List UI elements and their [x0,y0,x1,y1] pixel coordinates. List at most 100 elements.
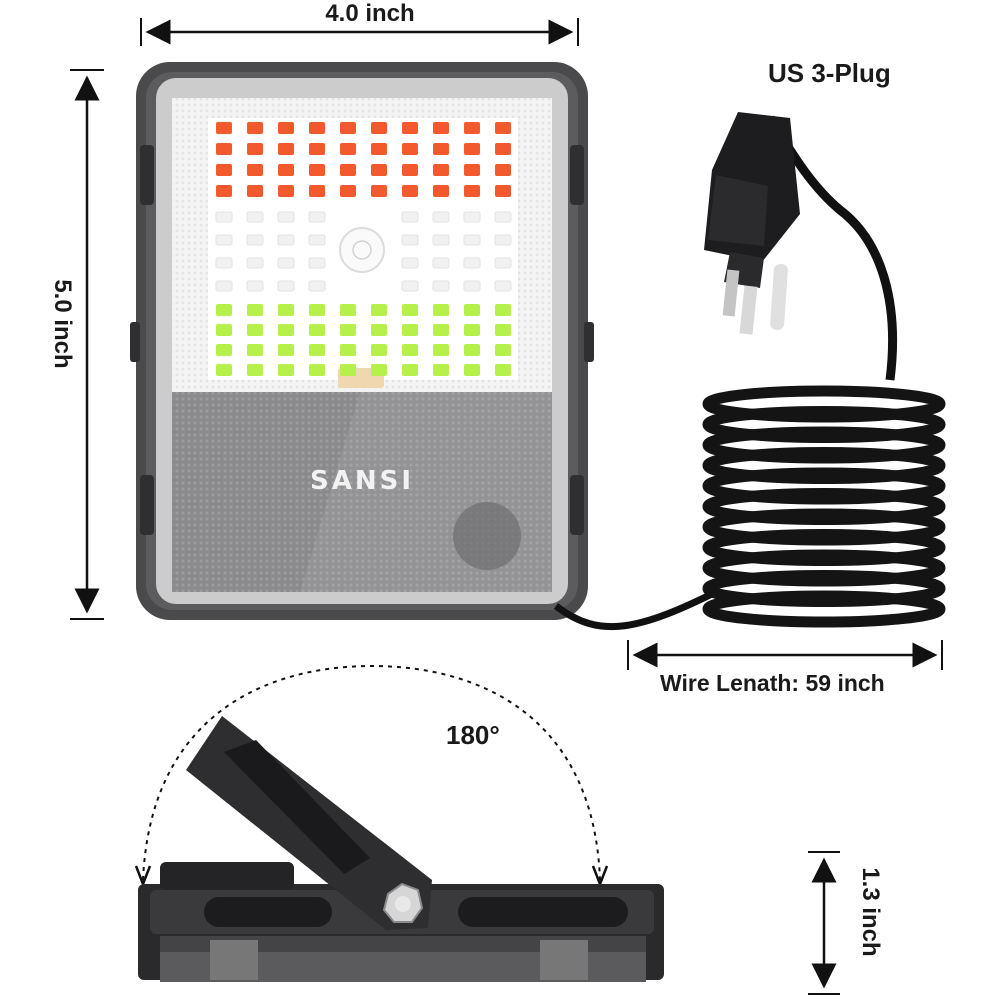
led-chip [309,344,325,356]
led-chip [216,364,232,376]
led-chip [464,122,480,134]
led-chip [402,364,418,376]
led-chip [433,185,449,197]
led-chip [402,304,418,316]
led-chip [216,164,232,176]
led-chip [216,344,232,356]
led-chip [340,324,356,336]
led-chip [277,211,295,223]
led-chip [371,324,387,336]
led-chip [340,122,356,134]
led-chip [278,164,294,176]
rotation-label: 180° [446,720,500,750]
led-chip [216,324,232,336]
led-chip [278,304,294,316]
led-chip [340,164,356,176]
wire-dimension [627,640,943,670]
led-chip [278,344,294,356]
led-chip [464,344,480,356]
led-chip [246,257,264,269]
led-chip [463,211,481,223]
led-chip [495,143,511,155]
led-chip [402,344,418,356]
us-plug [704,112,800,335]
led-chip [278,122,294,134]
led-chip [432,280,450,292]
led-chip [495,185,511,197]
led-chip [402,143,418,155]
led-chip [371,364,387,376]
led-chip [495,304,511,316]
led-chip [309,304,325,316]
led-chip [309,185,325,197]
led-chip [464,364,480,376]
led-chip [340,185,356,197]
led-chip [340,304,356,316]
led-chip [308,211,326,223]
power-cord [553,112,946,631]
led-chip [402,324,418,336]
led-chip [247,304,263,316]
led-chip [277,280,295,292]
led-chip [494,234,512,246]
led-chip [247,185,263,197]
led-chip [371,122,387,134]
coil-loop [702,590,946,628]
wire-length-label: Wire Lenath: 59 inch [660,670,885,696]
led-chip [432,234,450,246]
brand-logo: SANSI [310,466,415,496]
led-chip [340,143,356,155]
led-chip [215,280,233,292]
led-chip [247,364,263,376]
led-array [215,122,512,376]
led-chip [432,257,450,269]
led-chip [308,280,326,292]
led-chip [401,234,419,246]
led-chip [433,324,449,336]
led-chip [278,364,294,376]
led-chip [495,344,511,356]
led-chip [309,164,325,176]
led-chip [495,122,511,134]
led-chip [247,324,263,336]
plug-label: US 3-Plug [768,58,891,88]
led-chip [402,122,418,134]
led-chip [309,143,325,155]
led-chip [246,280,264,292]
led-chip [247,344,263,356]
led-chip [464,304,480,316]
led-chip [371,344,387,356]
led-chip [247,143,263,155]
led-chip [278,143,294,155]
led-chip [494,280,512,292]
led-chip [432,211,450,223]
led-chip [495,164,511,176]
width-label: 4.0 inch [325,0,415,27]
led-chip [309,364,325,376]
led-chip [216,122,232,134]
led-chip [215,257,233,269]
led-chip [309,324,325,336]
led-chip [433,304,449,316]
led-chip [495,324,511,336]
led-chip [464,164,480,176]
led-chip [340,344,356,356]
led-chip [464,324,480,336]
height-label: 5.0 inch [49,279,76,369]
led-chip [464,143,480,155]
led-chip [371,164,387,176]
led-chip [401,280,419,292]
led-chip [433,364,449,376]
floodlight-front [130,62,594,620]
height-dimension [70,69,104,620]
led-chip [246,211,264,223]
led-chip [216,143,232,155]
led-chip [247,164,263,176]
width-dimension [140,18,579,46]
led-chip [277,257,295,269]
led-chip [371,304,387,316]
led-chip [278,324,294,336]
led-chip [308,234,326,246]
led-chip [340,364,356,376]
led-chip [308,257,326,269]
